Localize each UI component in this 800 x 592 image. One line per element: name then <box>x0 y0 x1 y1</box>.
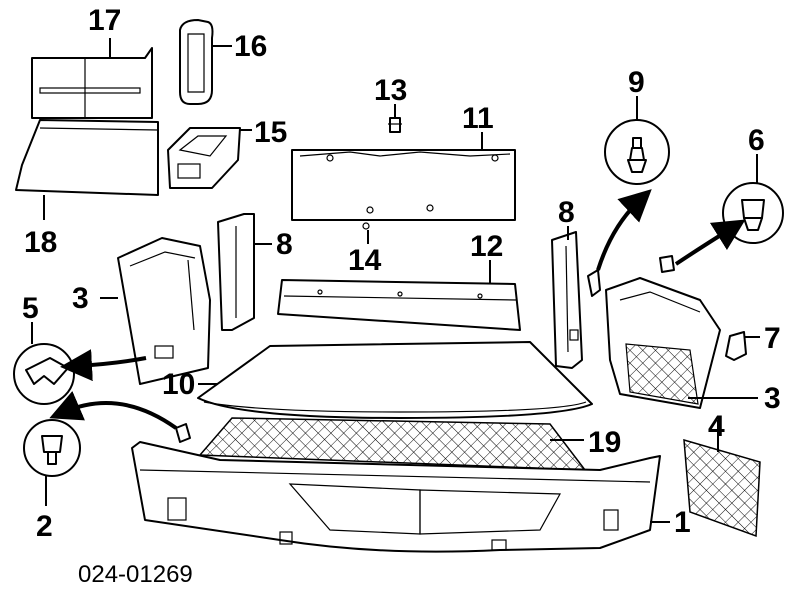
part-9-detail <box>604 119 670 185</box>
callout-8-right: 8 <box>558 196 575 229</box>
part-14-pin <box>362 206 374 230</box>
part-16-trim <box>179 19 214 105</box>
part-11-panel <box>291 149 516 221</box>
part-8-right-trim <box>551 231 583 369</box>
part-15-bracket <box>167 127 241 189</box>
callout-6: 6 <box>748 124 765 157</box>
part-3-right-trim <box>605 277 721 409</box>
part-10-mat <box>197 341 593 419</box>
part-3-left-trim <box>117 237 211 385</box>
callout-5: 5 <box>22 292 39 325</box>
clip-right-small <box>587 255 675 297</box>
part-19-net <box>198 417 587 471</box>
part-18-panel <box>15 119 159 196</box>
part-17-panel <box>31 47 153 119</box>
part-2-detail <box>23 419 81 477</box>
callout-1: 1 <box>674 506 691 539</box>
leader-lines <box>31 38 760 523</box>
part-5-detail <box>13 343 75 405</box>
part-13-screw <box>388 117 402 133</box>
callout-8-left: 8 <box>276 228 293 261</box>
part-4-net <box>683 438 761 538</box>
callout-3-right: 3 <box>764 382 781 415</box>
callout-15: 15 <box>254 116 287 149</box>
part-7-bracket <box>725 331 747 361</box>
part-1-rear-panel <box>131 441 661 553</box>
part-8-left-trim <box>217 213 255 331</box>
callout-3-left: 3 <box>72 282 89 315</box>
callout-17: 17 <box>88 4 121 37</box>
callout-12: 12 <box>470 230 503 263</box>
callout-2: 2 <box>36 510 53 543</box>
callout-13: 13 <box>374 74 407 107</box>
callout-16: 16 <box>234 30 267 63</box>
part-6-detail <box>722 182 784 244</box>
callout-4: 4 <box>708 410 725 443</box>
callout-18: 18 <box>24 226 57 259</box>
part-12-trim <box>277 279 521 331</box>
callout-9: 9 <box>628 66 645 99</box>
callout-10: 10 <box>162 368 195 401</box>
callout-7: 7 <box>764 322 781 355</box>
callout-11: 11 <box>462 102 494 135</box>
callout-19: 19 <box>588 426 621 459</box>
callout-14: 14 <box>348 244 382 277</box>
pointer-arrows <box>49 189 746 430</box>
clip-mid-small <box>175 423 191 443</box>
catalog-code: 024-01269 <box>78 561 193 588</box>
